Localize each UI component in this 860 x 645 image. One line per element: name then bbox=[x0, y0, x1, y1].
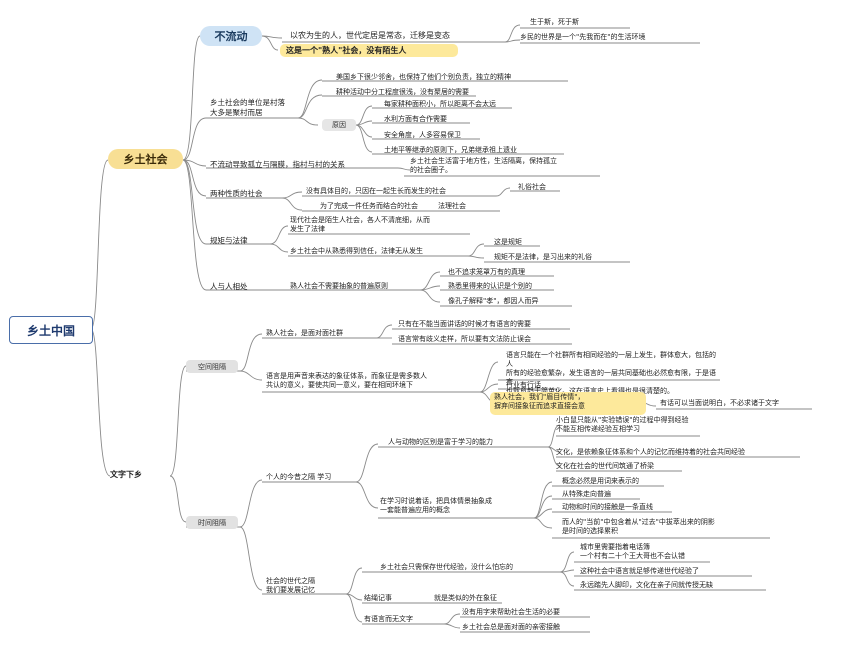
leaf-no-need-writing: 没有用字来帮助社会生活的必要 bbox=[462, 608, 560, 616]
highlight-shuren-shehui: 这是一个"熟人"社会，没有陌生人 bbox=[280, 44, 458, 57]
leaf-modern-strangers: 现代社会是陌生人社会，各人不清底细，从而发生了法律 bbox=[290, 216, 430, 233]
leaf-rule-not-law: 规矩不是法律，是习出来的礼俗 bbox=[494, 253, 592, 261]
leaf-mice-experiment: 小白鼠只能从"实验错误"的过程中得到经验不能互相传递经验互相学习 bbox=[556, 416, 689, 433]
leaf-reason-safety: 安全角度，人多容易保卫 bbox=[384, 131, 461, 139]
node-village-unit: 乡土社会的单位是村落大多是聚村而居 bbox=[210, 98, 285, 117]
leaf-grammar: 语言常有歧义走样，所以要有文法防止误会 bbox=[398, 335, 531, 343]
leaf-local-life: 乡土社会生活富于地方性，生活隔离，保持孤立的社会圈子。 bbox=[410, 157, 557, 174]
highlight-meimu-chuanqing: 熟人社会，我们"眉目传情"，摒弃间接象征而追求直接会意 bbox=[490, 392, 646, 415]
leaf-concepts-words: 概念必然是用词来表示的 bbox=[562, 477, 639, 485]
leaf-human-present: 而人的"当前"中包含着从"过去"中拔萃出来的阴影是时间的选择累积 bbox=[562, 518, 715, 535]
leaf-reason-small-land: 每家耕种面积小，所以距离不会太远 bbox=[384, 100, 496, 108]
leaf-xianwo-erzai: 乡民的世界是一个"先我而在"的生活环境 bbox=[520, 33, 646, 41]
node-reasons: 原因 bbox=[322, 119, 356, 131]
node-time-barrier: 时间阻隔 bbox=[186, 516, 238, 529]
leaf-no-universal-truth: 也不追求笼罩万有的真理 bbox=[448, 268, 525, 276]
root-node: 乡土中国 bbox=[9, 316, 93, 344]
leaf-confucius-xiao: 像孔子解释"孝"，都因人而异 bbox=[448, 297, 539, 305]
node-keep-experience: 乡土社会只需保存世代经验，没什么怕忘的 bbox=[380, 563, 513, 571]
leaf-shengyusi: 生于斯，死于斯 bbox=[530, 18, 579, 26]
leaf-need-language: 只有在不能当面讲话的时候才有语言的需要 bbox=[398, 320, 531, 328]
leaf-no-purpose-society: 没有具体目的，只因在一起生长而发生的社会 bbox=[306, 187, 446, 195]
leaf-animal-time-line: 动物和时间的接触是一条直线 bbox=[562, 503, 653, 511]
leaf-fali-shehui: 法理社会 bbox=[438, 202, 466, 210]
node-human-relations: 人与人相处 bbox=[210, 282, 248, 291]
node-learning-ability: 人与动物的区别是富于学习的能力 bbox=[388, 438, 493, 446]
leaf-footsteps: 永远踏先人脚印，文化在亲子间就传授无缺 bbox=[580, 581, 713, 589]
leaf-language-layer: 语言只能在一个社群所有相同经验的一层上发生，群体愈大，包括的人所有的经验愈繁杂，… bbox=[506, 351, 716, 395]
node-settled-life: 以农为生的人，世代定居是常态，迁移是变态 bbox=[290, 31, 450, 40]
node-isolation: 不流动导致孤立与隔膜，指村与村的关系 bbox=[210, 160, 345, 169]
node-two-societies: 两种性质的社会 bbox=[210, 189, 263, 198]
leaf-speak-directly: 有话可以当面说明白，不必求诸于文字 bbox=[660, 399, 779, 407]
node-individual-learning: 个人的今昔之隔 学习 bbox=[266, 473, 332, 481]
leaf-task-society: 为了完成一件任务而结合的社会 bbox=[320, 202, 418, 210]
leaf-american-rural: 美国乡下很少邻舍，也保持了他们个别负责，独立的精神 bbox=[336, 73, 511, 81]
leaf-culture-definition: 文化，是依赖象征体系和个人的记忆而维持着的社会共同经验 bbox=[556, 448, 745, 456]
leaf-phone-book: 城市里需要指着电话簿一个村有二十个王大哥也不会认错 bbox=[580, 543, 685, 560]
node-space-barrier: 空间阻隔 bbox=[186, 360, 238, 373]
node-language-symbol: 语言是用声音来表达的象征体系，而象征是需多数人共认的意义，要使共同一意义，要在相… bbox=[266, 372, 427, 389]
leaf-reason-irrigation: 水利方面有合作需要 bbox=[384, 115, 447, 123]
branch-xiangtu-shehui: 乡土社会 bbox=[108, 149, 183, 169]
leaf-lisu-shehui: 礼俗社会 bbox=[518, 183, 546, 191]
leaf-no-abstract-principle: 熟人社会不需要抽象的普遍原则 bbox=[290, 282, 388, 290]
leaf-this-is-rule: 这是规矩 bbox=[494, 238, 522, 246]
node-rules-law: 规矩与法律 bbox=[210, 236, 248, 245]
leaf-culture-bridge: 文化在社会的世代间筑通了桥梁 bbox=[556, 462, 654, 470]
leaf-external-symbol: 就是类似的外在象征 bbox=[434, 594, 497, 602]
node-abstract-concepts: 在学习时说着话，把具体情景抽象成一套能普遍应用的概念 bbox=[380, 497, 492, 514]
leaf-jargon: 行业有行话 bbox=[506, 381, 541, 389]
leaf-language-enough: 这种社会中语言就足够传递世代经验了 bbox=[580, 567, 699, 575]
leaf-special-to-general: 从特殊走向普遍 bbox=[562, 490, 611, 498]
node-knot-record: 结绳记事 bbox=[364, 594, 392, 602]
leaf-face-to-face: 熟人社会，是面对面社群 bbox=[266, 329, 343, 337]
leaf-division-of-labor: 耕种活动中分工程度很浅，没有聚居的需要 bbox=[336, 88, 469, 96]
leaf-individual-knowledge: 熟悉里得来的认识是个别的 bbox=[448, 282, 532, 290]
node-generational-gap: 社会的世代之隔我们要发展记忆 bbox=[266, 577, 315, 594]
leaf-intimate-contact: 乡土社会总是面对面的亲密接触 bbox=[462, 623, 560, 631]
node-buliudong: 不流动 bbox=[200, 26, 262, 46]
node-no-writing: 有语言而无文字 bbox=[364, 615, 413, 623]
leaf-reason-inheritance: 土地平等继承的原则下，兄弟继承祖上遗业 bbox=[384, 146, 517, 154]
branch-wenzi-xiaxiang: 文字下乡 bbox=[110, 470, 142, 479]
leaf-trust-from-familiarity: 乡土社会中从熟悉得到信任，法律无从发生 bbox=[290, 247, 423, 255]
